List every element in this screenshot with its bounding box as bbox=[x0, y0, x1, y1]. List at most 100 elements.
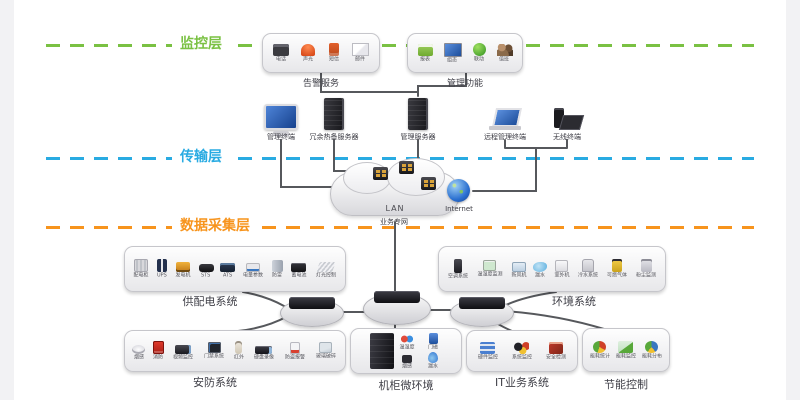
dust-monitor-icon bbox=[640, 259, 652, 272]
item-label: 配电柜 bbox=[133, 272, 149, 278]
desktop-icon bbox=[264, 104, 298, 130]
wireless-terminal-device bbox=[544, 104, 590, 130]
item-label: 组态 bbox=[447, 56, 458, 63]
item-label: 空调系统 bbox=[447, 272, 468, 279]
power-meter-icon bbox=[246, 263, 261, 272]
it-item: 硬件监控 bbox=[476, 341, 500, 361]
temp-humidity-icon bbox=[400, 333, 413, 344]
lan-cloud: LAN bbox=[330, 158, 460, 216]
internet-globe-icon bbox=[447, 179, 470, 202]
item-label: 发电机 bbox=[175, 272, 191, 278]
dvr-icon bbox=[255, 345, 273, 354]
it-system-tray: 硬件监控 系统监控 安全检测 bbox=[466, 330, 578, 372]
power-item: 灯光控制 bbox=[314, 259, 338, 279]
temp-humidity-icon bbox=[483, 260, 497, 271]
item-label: 粉尘监测 bbox=[636, 272, 657, 278]
mail-icon bbox=[351, 43, 369, 56]
it-item: 安全检测 bbox=[544, 341, 568, 361]
env-item: 新风机 bbox=[510, 260, 528, 279]
mgmt-server-device bbox=[398, 96, 438, 130]
item-label: 电话 bbox=[276, 55, 287, 62]
duty-people-icon bbox=[496, 43, 513, 56]
alarm-service-title: 告警服务 bbox=[302, 79, 339, 89]
item-label: 玻璃破碎 bbox=[315, 353, 336, 359]
sms-phone-icon bbox=[328, 43, 339, 56]
surge-protector-icon bbox=[271, 259, 283, 272]
security-item: 门禁系统 bbox=[202, 342, 226, 360]
water-leak-icon bbox=[533, 261, 548, 272]
item-label: 红外 bbox=[233, 354, 244, 360]
item-label: ATS bbox=[222, 272, 232, 278]
item-label: 门磁 bbox=[428, 343, 438, 350]
alarm-item: 短信 bbox=[328, 43, 340, 63]
energy-monitor-chart-icon bbox=[618, 340, 634, 353]
generator-icon bbox=[176, 262, 191, 272]
power-system-tray: 配电柜 UPS 发电机 STS ATS 电量参数 防雷 蓄电池 灯光控制 bbox=[124, 246, 346, 292]
right-margin bbox=[786, 0, 800, 400]
system-monitor-icon bbox=[514, 341, 530, 354]
item-label: 温湿度 bbox=[399, 343, 415, 350]
it-system-title: IT业务系统 bbox=[495, 376, 549, 389]
item-label: 烟感 bbox=[402, 362, 412, 369]
item-label: UPS bbox=[157, 272, 168, 278]
alarm-item: 声光 bbox=[301, 43, 316, 63]
item-label: 视频监控 bbox=[173, 353, 194, 360]
power-item: 蓄电池 bbox=[290, 259, 308, 279]
data-collector bbox=[280, 299, 344, 327]
lighting-control-icon bbox=[315, 262, 336, 272]
mgmt-function-title: 管理功能 bbox=[446, 79, 483, 89]
item-label: 能耗统计 bbox=[590, 352, 610, 359]
air-conditioner-icon bbox=[453, 258, 462, 273]
item-label: 防盗报警 bbox=[284, 353, 305, 360]
power-item: UPS bbox=[156, 259, 168, 279]
scada-screen-icon bbox=[443, 42, 462, 57]
burglar-alarm-icon bbox=[289, 341, 300, 354]
item-label: 硬件监控 bbox=[478, 353, 498, 360]
business-network-label: 业务专网 bbox=[380, 218, 408, 226]
report-icon bbox=[417, 43, 433, 56]
power-item: 电量参数 bbox=[241, 259, 265, 279]
mgmt-terminal-device bbox=[258, 98, 304, 130]
energy-control-title: 节能控制 bbox=[604, 378, 648, 391]
security-item: 玻璃破碎 bbox=[314, 342, 338, 360]
remote-terminal-device bbox=[478, 104, 532, 130]
cabinet-env-title: 机柜微环境 bbox=[378, 379, 434, 392]
ats-icon bbox=[219, 263, 235, 272]
item-label: 蓄电池 bbox=[291, 272, 307, 278]
mgmt-item: 组态 bbox=[443, 42, 462, 64]
gas-detector-icon bbox=[612, 259, 623, 272]
power-item: 发电机 bbox=[174, 259, 192, 279]
item-label: 温湿度监测 bbox=[477, 271, 503, 277]
phone-icon bbox=[273, 43, 290, 56]
env-item: 室外机 bbox=[553, 259, 571, 279]
item-label: 电量参数 bbox=[243, 272, 264, 278]
lan-label: LAN bbox=[385, 204, 405, 213]
mgmt-terminal-label: 管理终端 bbox=[267, 133, 295, 141]
cabinet-item: 漏水 bbox=[424, 351, 442, 370]
server-icon bbox=[324, 98, 344, 130]
security-item: 红外 bbox=[233, 341, 245, 361]
item-label: 冷水系统 bbox=[577, 272, 598, 278]
security-check-icon bbox=[548, 341, 563, 354]
smoke-icon bbox=[401, 354, 412, 363]
item-label: 灯光控制 bbox=[315, 272, 336, 278]
security-item: 消防 bbox=[152, 341, 164, 361]
it-item: 系统监控 bbox=[510, 341, 534, 361]
energy-item: 能耗监控 bbox=[614, 340, 638, 360]
item-label: STS bbox=[201, 272, 211, 278]
item-label: 硬盘录像 bbox=[253, 353, 274, 360]
chiller-icon bbox=[581, 259, 594, 272]
env-system-title: 环境系统 bbox=[552, 295, 596, 308]
mobile-tablet-icon bbox=[552, 108, 582, 130]
wireless-terminal-label: 无线终端 bbox=[553, 133, 581, 141]
item-label: 漏水 bbox=[428, 362, 438, 369]
item-label: 能耗监控 bbox=[616, 352, 636, 359]
power-item: STS bbox=[198, 259, 214, 279]
item-label: 可燃气体 bbox=[607, 272, 628, 278]
security-system-tray: 烟感 消防 视频监控 门禁系统 红外 硬盘录像 防盗报警 玻璃破碎 bbox=[124, 330, 346, 372]
mgmt-function-tray: 报表 组态 联动 值班 bbox=[407, 33, 523, 73]
mgmt-server-label: 管理服务器 bbox=[400, 133, 436, 141]
rack-icon bbox=[369, 333, 394, 369]
item-label: 门禁系统 bbox=[204, 353, 225, 359]
battery-icon bbox=[291, 263, 307, 272]
